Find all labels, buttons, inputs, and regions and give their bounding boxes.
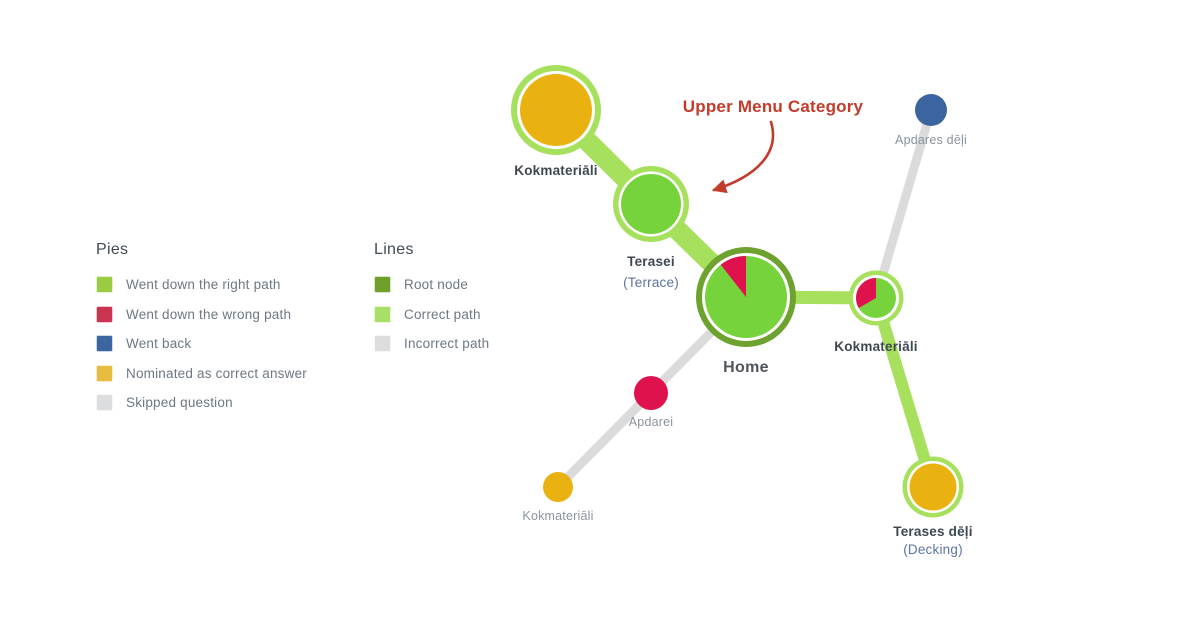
legend-item-label: Nominated as correct answer: [126, 365, 307, 381]
annotation-upper-menu-category: Upper Menu Category: [683, 97, 864, 194]
legend-pies-title: Pies: [96, 241, 129, 258]
wrong-path-pie-slice: [720, 256, 746, 297]
right-path-swatch-icon: [96, 276, 113, 293]
legend-item-label: Skipped question: [126, 395, 233, 410]
nominated-pie: [543, 472, 573, 502]
skipped-swatch-icon: [96, 394, 113, 411]
went-back-swatch-icon: [96, 335, 113, 352]
edge-kokmateriali-apdares-incorrect: [871, 108, 936, 300]
legend-item-skipped: Skipped question: [96, 394, 307, 411]
legend-item-label: Correct path: [404, 306, 481, 322]
legend-item-right-path: Went down the right path: [96, 276, 307, 293]
node-label-kokmateriali-tl: Kokmateriāli: [514, 163, 597, 178]
wrong-path-swatch-icon: [96, 305, 113, 323]
legend-pies: Pies Went down the right path Went down …: [96, 241, 307, 424]
node-label-terasei: Terasei: [627, 254, 675, 269]
right-path-pie: [621, 174, 681, 234]
node-label-kokmateriali-right: Kokmateriāli: [834, 339, 917, 354]
legend-item-label: Went down the right path: [126, 277, 281, 292]
legend-item-nominated: Nominated as correct answer: [96, 364, 307, 382]
nominated-pie: [520, 74, 592, 146]
incorrect-path-swatch-icon: [374, 335, 391, 352]
node-apdarei: Apdarei: [629, 376, 674, 429]
correct-path-swatch-icon: [374, 305, 391, 323]
node-label-kokmateriali-bl: Kokmateriāli: [522, 509, 593, 523]
legend-item-label: Root node: [404, 277, 469, 292]
node-sublabel-decking: (Decking): [903, 542, 963, 557]
legend-lines: Lines Root node Correct path Incorrect p…: [374, 241, 489, 365]
node-sublabel-terrace: (Terrace): [623, 275, 679, 290]
legend-item-root-node: Root node: [374, 276, 489, 293]
legend-lines-title: Lines: [374, 241, 414, 258]
node-label-apdares-deli: Apdares dēļi: [895, 133, 967, 147]
legend-item-wrong-path: Went down the wrong path: [96, 305, 307, 323]
legend-item-correct-path: Correct path: [374, 305, 489, 323]
node-kokmateriali-top-left: Kokmateriāli: [511, 65, 601, 178]
legend-item-went-back: Went back: [96, 335, 307, 352]
node-label-home: Home: [723, 359, 769, 376]
wrong-path-pie: [634, 376, 668, 410]
node-label-terases-deli: Terases dēļi: [893, 524, 972, 539]
legend-item-label: Incorrect path: [404, 336, 490, 351]
root-node-swatch-icon: [374, 276, 391, 293]
node-kokmateriali-right: Kokmateriāli: [834, 270, 918, 354]
node-apdares-deli: Apdares dēļi: [895, 94, 967, 147]
legend-item-label: Went down the wrong path: [126, 306, 292, 322]
nominated-swatch-icon: [96, 364, 113, 382]
annotation-label: Upper Menu Category: [683, 97, 864, 116]
node-label-apdarei: Apdarei: [629, 415, 674, 429]
node-kokmateriali-bottom-left: Kokmateriāli: [522, 472, 593, 523]
nominated-pie: [909, 463, 957, 511]
legend-item-incorrect-path: Incorrect path: [374, 335, 489, 352]
edge-kokmateriali-terases-correct: [870, 296, 939, 489]
node-terasei: Terasei (Terrace): [613, 166, 689, 290]
legend-item-label: Went back: [126, 336, 192, 351]
node-home: Home: [696, 247, 796, 376]
node-terases-deli: Terases dēļi (Decking): [893, 456, 973, 557]
wrong-path-pie-slice: [856, 278, 876, 308]
annotation-curved-arrow-icon: [711, 120, 775, 194]
went-back-pie: [915, 94, 947, 126]
